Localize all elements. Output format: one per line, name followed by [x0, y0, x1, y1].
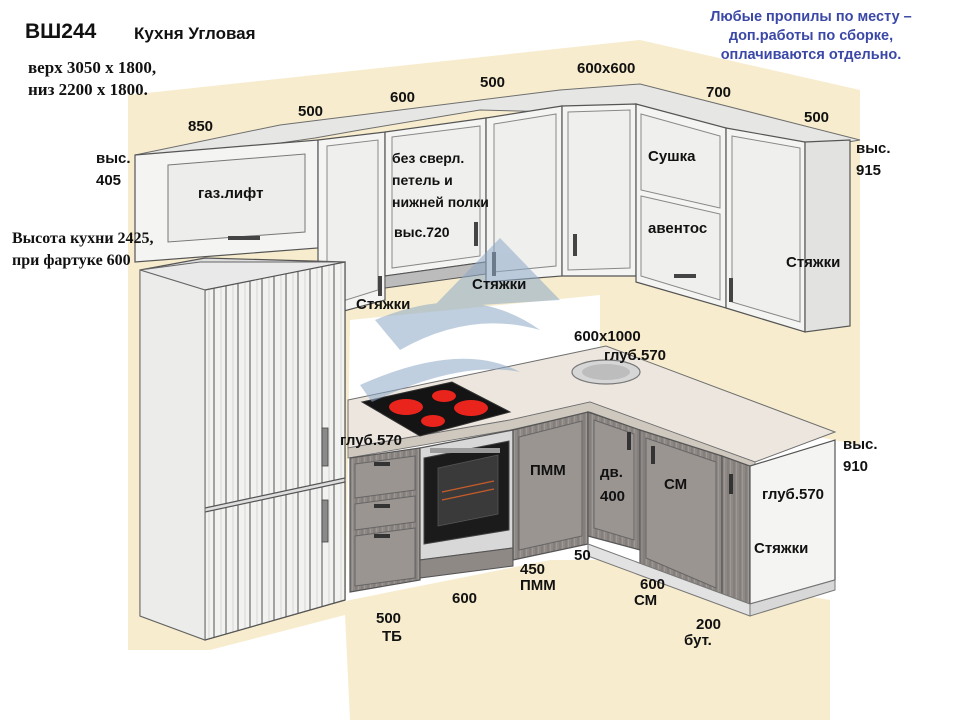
dishwasher-label: ПММ: [530, 462, 566, 479]
top-dimensions: верх 3050 х 1800,: [28, 58, 157, 77]
ties-lower: Стяжки: [754, 540, 809, 557]
ties-upper-right: Стяжки: [786, 254, 841, 271]
apron-height: при фартуке 600: [12, 252, 131, 269]
cutout-note: Любые пропилы по месту – доп.работы по с…: [682, 8, 940, 65]
upper-width-700: 700: [706, 84, 732, 101]
floor-front: [210, 615, 350, 720]
floor-pmm-label: ПММ: [520, 577, 556, 594]
upper-width-600: 600: [390, 89, 416, 106]
lower-dishwasher: [512, 411, 589, 561]
no-drill-line-3: нижней полки: [392, 194, 489, 210]
kitchen-type: Кухня Угловая: [134, 24, 256, 43]
upper-cabinet-corner: [561, 103, 637, 277]
door-label: дв.: [600, 464, 623, 481]
lower-bottle: [721, 455, 751, 605]
no-drill-line-2: петель и: [392, 172, 453, 188]
lower-height-label: выс.: [843, 436, 878, 453]
watermark-logo: [360, 238, 560, 402]
note-line-2: доп.работы по сборке,: [728, 27, 894, 44]
dryer-label: Сушка: [648, 148, 696, 165]
sink: [571, 359, 641, 385]
hob: [360, 381, 512, 437]
upper-width-600x600: 600х600: [577, 60, 636, 77]
note-line-1: Любые пропилы по месту –: [710, 9, 912, 25]
model-code: ВШ244: [25, 20, 97, 43]
floor-width-500: 500: [376, 610, 402, 627]
upper-cabinet-600: [384, 117, 487, 289]
ties-upper-mid: Стяжки: [472, 276, 527, 293]
upper-width-500c: 500: [804, 109, 830, 126]
sink-size: 600х1000: [574, 328, 641, 345]
no-drill-line-1: без сверл.: [392, 150, 465, 166]
oven: [419, 429, 514, 579]
floor-cm-label: СМ: [634, 592, 658, 609]
washer-label: СМ: [664, 476, 688, 493]
lower-washer: [639, 429, 723, 599]
lower-depth-left: глуб.570: [340, 432, 403, 449]
plinth-end: [749, 579, 836, 617]
upper-cabinet-915: [725, 127, 851, 333]
lower-height-910: 910: [843, 458, 869, 475]
burner-1: [389, 399, 423, 415]
gas-lift-label: газ.лифт: [198, 185, 264, 202]
upper-cabinet-dryer: [635, 103, 727, 309]
aventos-label: авентос: [648, 220, 708, 237]
sink-depth: глуб.570: [604, 347, 667, 364]
burner-4: [454, 400, 488, 416]
note-line-3: оплачиваются отдельно.: [720, 46, 902, 63]
floor-tb-label: ТБ: [382, 628, 402, 645]
door-width-400: 400: [600, 488, 626, 505]
upper-cabinet-gas-lift: [134, 139, 319, 263]
upper-width-500a: 500: [298, 103, 324, 120]
cabinet-height-720: выс.720: [394, 224, 450, 240]
upper-width-850: 850: [188, 118, 214, 135]
upper-width-500b: 500: [480, 74, 506, 91]
lower-end-panel: [749, 439, 836, 605]
floor-width-200: 200: [696, 616, 722, 633]
floor-width-600: 600: [452, 590, 478, 607]
lower-drawer-unit: [349, 447, 421, 593]
fridge: [139, 257, 346, 641]
kitchen-height: Высота кухни 2425,: [12, 230, 154, 247]
burner-3: [421, 415, 445, 427]
upper-cabinet-500b: [485, 105, 563, 283]
floor-width-600b: 600: [640, 576, 666, 593]
floor-width-50: 50: [574, 547, 591, 564]
upper-height-label-left: выс.: [96, 150, 131, 167]
upper-height-405: 405: [96, 172, 122, 189]
burner-2: [432, 390, 456, 402]
upper-height-label-right: выс.: [856, 140, 891, 157]
floor-bottle-label: бут.: [684, 632, 712, 649]
upper-height-915: 915: [856, 162, 882, 179]
floor-width-450: 450: [520, 561, 546, 578]
lower-corner-door: [587, 411, 641, 551]
floor: [215, 560, 830, 720]
ties-upper-left: Стяжки: [356, 296, 411, 313]
bottom-dimensions: низ 2200 х 1800.: [28, 80, 148, 99]
lower-depth-right: глуб.570: [762, 486, 825, 503]
